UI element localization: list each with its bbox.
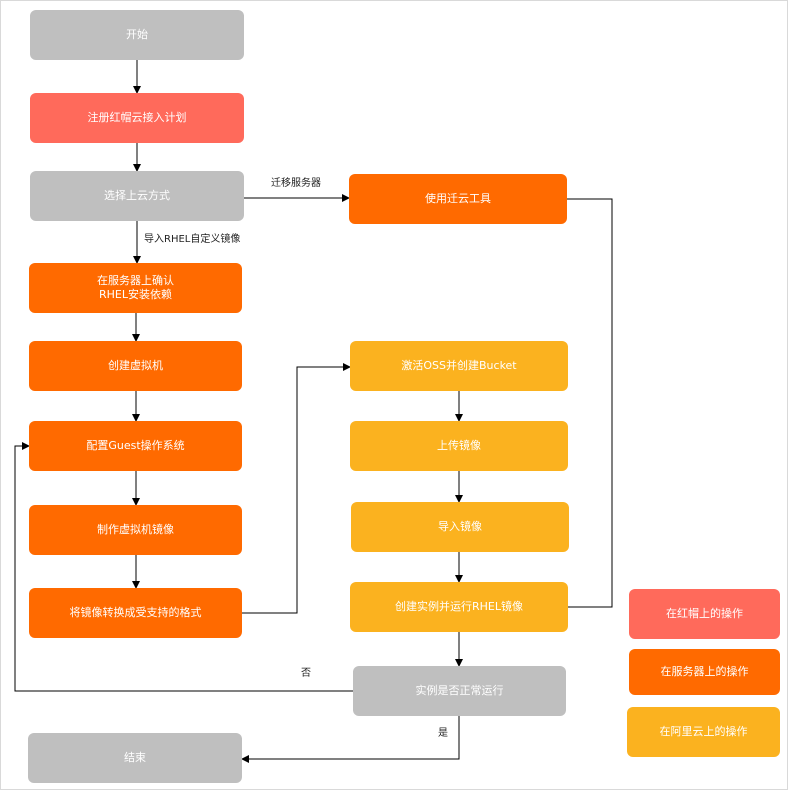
node-confirm-dependencies: 在服务器上确认 RHEL安装依赖 [29,263,242,313]
node-start: 开始 [30,10,244,60]
node-import-image: 导入镜像 [351,502,569,552]
edge-label-import-custom: 导入RHEL自定义镜像 [144,234,241,245]
node-check-instance: 实例是否正常运行 [353,666,566,716]
edge-convert-oss [242,363,351,614]
legend-server: 在服务器上的操作 [629,649,780,695]
edge-label-yes: 是 [438,728,448,739]
edge-check-no-configure [14,442,353,692]
node-convert-format: 将镜像转换成受支持的格式 [29,588,242,638]
legend-redhat: 在红帽上的操作 [629,589,780,639]
node-register: 注册红帽云接入计划 [30,93,244,143]
node-migrate-tool: 使用迁云工具 [349,174,567,224]
node-create-vm: 创建虚拟机 [29,341,242,391]
legend-aliyun: 在阿里云上的操作 [627,707,780,757]
node-end: 结束 [28,733,242,783]
edge-migrate-createinstance [567,198,613,608]
node-create-instance: 创建实例并运行RHEL镜像 [350,582,568,632]
edge-label-migrate-server: 迁移服务器 [271,178,321,189]
node-activate-oss: 激活OSS并创建Bucket [350,341,568,391]
node-make-vm-image: 制作虚拟机镜像 [29,505,242,555]
node-configure-guest: 配置Guest操作系统 [29,421,242,471]
node-upload-image: 上传镜像 [350,421,568,471]
edge-check-yes-end [241,716,460,763]
node-choose-method: 选择上云方式 [30,171,244,221]
edge-label-no: 否 [301,668,311,679]
